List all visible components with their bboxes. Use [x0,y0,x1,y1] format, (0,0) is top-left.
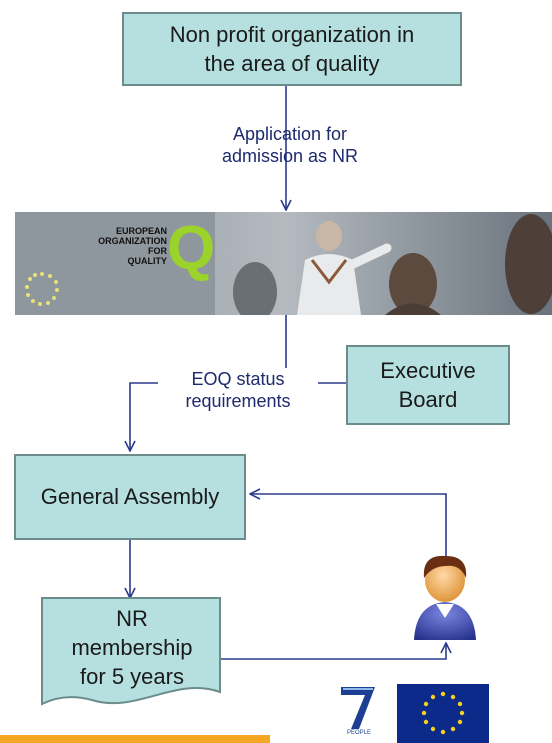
eoq-logo: EUROPEAN ORGANIZATION FOR QUALITY [47,226,167,266]
node-nr-membership: NR membership for 5 years [40,604,224,691]
eoq-logo-line2: ORGANIZATION [98,236,167,246]
node-nonprofit-organization: Non profit organization in the area of q… [122,12,462,86]
arrow-person-to-assembly [250,494,447,560]
node-nonprofit-line1: Non profit organization in [169,22,415,47]
edge-label-status-line2: requirements [185,391,291,411]
node-nr-membership-shape [41,597,221,706]
eoq-banner-photo: EUROPEAN ORGANIZATION FOR QUALITY Q [15,212,552,315]
edge-label-application-line2: admission as NR [221,146,359,166]
eoq-logo-line3: FOR [148,246,167,256]
node-nr-membership-line1: NR [116,606,148,631]
fp7-logo: PEOPLE [339,683,379,739]
node-executive-board: Executive Board [346,345,510,425]
fp7-label: PEOPLE [346,730,371,736]
eoq-star-ring-icon [25,272,59,306]
node-nonprofit-line2: the area of quality [204,51,380,76]
node-nr-membership-line3: for 5 years [80,664,184,689]
arrow-membership-to-person [219,643,446,660]
banner-image [15,212,552,315]
node-general-assembly: General Assembly [14,454,246,540]
node-general-assembly-label: General Assembly [40,484,220,509]
edge-label-application-line1: Application for [232,124,348,144]
eoq-logo-line4: QUALITY [127,256,168,266]
person-avatar-icon [414,555,476,640]
eu-flag-icon [397,684,489,743]
node-executive-line2: Board [398,387,458,412]
edge-label-application: Application for admission as NR [200,123,380,167]
footer-orange-bar [0,735,270,743]
eoq-logo-q: Q [167,214,216,283]
edge-label-status-line1: EOQ status [191,369,285,389]
eoq-logo-line1: EUROPEAN [115,226,167,236]
edge-label-status: EOQ status requirements [158,368,318,412]
node-nr-membership-line2: membership [71,635,193,660]
fp7-seven-icon [341,687,375,729]
node-executive-line1: Executive [380,358,476,383]
